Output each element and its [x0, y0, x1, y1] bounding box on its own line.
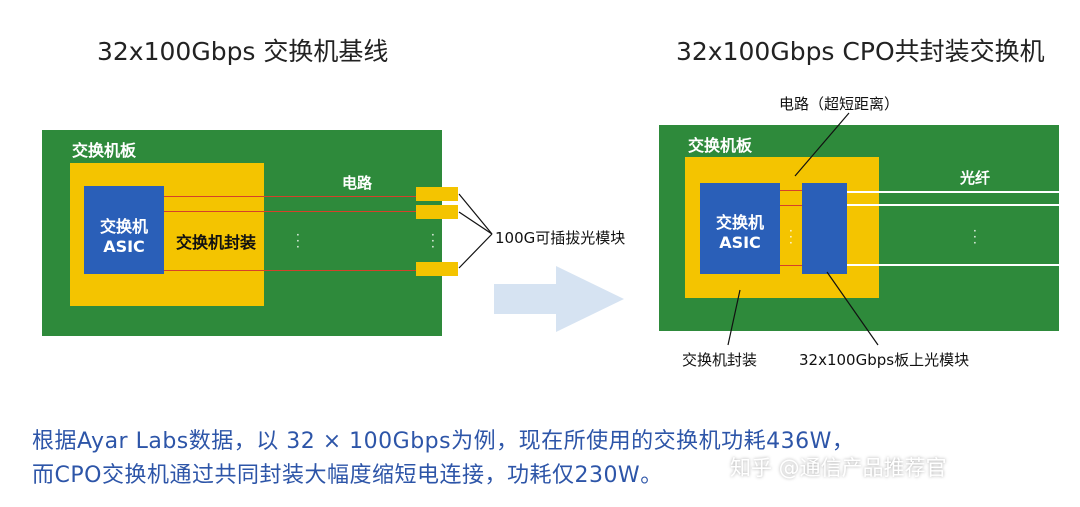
right-module-label: 32x100Gbps板上光模块	[799, 351, 970, 369]
right-circuit-leader	[794, 112, 850, 177]
left-pluggable-module-3	[416, 262, 458, 276]
left-module-leader-3	[458, 233, 493, 269]
right-fiber-label: 光纤	[960, 169, 991, 187]
left-pluggable-module-1	[416, 187, 458, 201]
left-asic-label-1: 交换机	[99, 217, 148, 236]
left-trace-2	[164, 211, 417, 212]
watermark: 知乎 @通信产品推荐官	[730, 456, 947, 480]
caption-line-2: 而CPO交换机通过共同封装大幅度缩短电连接，功耗仅230W。	[32, 463, 663, 488]
right-trace-ellipsis: ···	[789, 224, 793, 250]
right-trace-1	[780, 190, 802, 191]
left-title: 32x100Gbps 交换机基线	[97, 37, 389, 66]
left-asic-label-2: ASIC	[103, 237, 145, 256]
right-circuit-label: 电路（超短距离）	[779, 95, 900, 113]
left-pluggable-module-2	[416, 205, 458, 219]
right-fiber-2	[847, 204, 1059, 206]
left-circuit-label: 电路	[342, 174, 373, 192]
left-module-label: 100G可插拔光模块	[495, 229, 626, 247]
left-trace-1	[164, 196, 417, 197]
right-module-leader	[826, 271, 879, 346]
left-module-leader-1	[458, 193, 493, 235]
right-trace-2	[780, 205, 802, 206]
left-package-label: 交换机封装	[176, 233, 257, 252]
right-title: 32x100Gbps CPO共封装交换机	[676, 37, 1045, 66]
left-board-label: 交换机板	[72, 141, 137, 160]
right-trace-3	[780, 265, 802, 266]
left-asic-chip	[84, 186, 164, 274]
right-onboard-optical-module	[802, 183, 847, 274]
right-asic-label-2: ASIC	[719, 233, 761, 252]
right-package-label: 交换机封装	[682, 351, 758, 369]
right-package-leader	[727, 289, 741, 346]
left-trace-3	[164, 270, 417, 271]
right-fiber-3	[847, 264, 1059, 266]
left-trace-ellipsis: ···	[296, 228, 300, 254]
transition-arrow	[494, 266, 624, 332]
right-board-label: 交换机板	[688, 136, 753, 155]
left-module-ellipsis: ···	[431, 228, 435, 254]
right-fiber-1	[847, 191, 1059, 193]
left-module-leader-2	[458, 211, 493, 235]
caption-line-1: 根据Ayar Labs数据，以 32 × 100Gbps为例，现在所使用的交换机…	[32, 429, 855, 454]
right-fiber-ellipsis: ···	[973, 224, 977, 250]
right-asic-label-1: 交换机	[715, 213, 764, 232]
right-asic-chip	[700, 183, 780, 274]
